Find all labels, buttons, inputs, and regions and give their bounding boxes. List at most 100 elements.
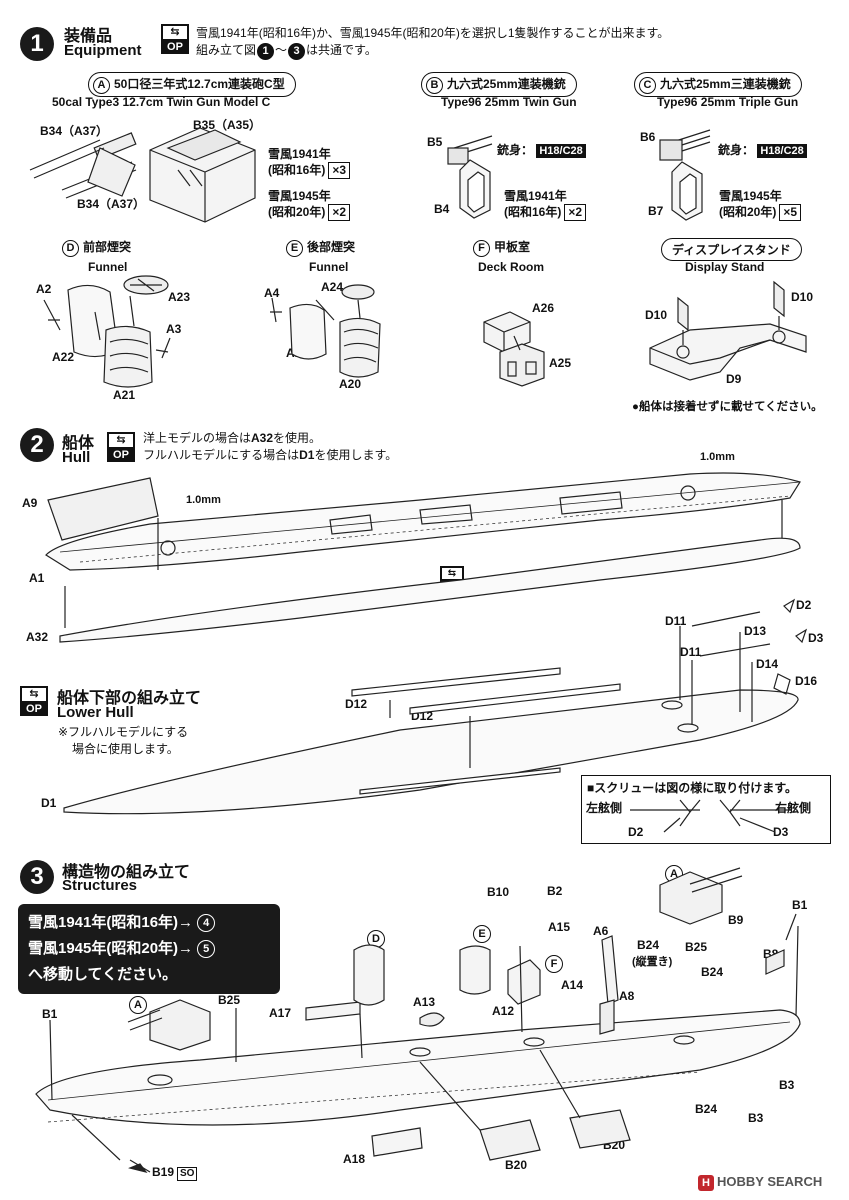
note-part: D1 [299, 448, 315, 462]
version-name: 雪風1941年 [504, 189, 567, 203]
step-1-title-en: Equipment [64, 42, 142, 59]
quantity-badge: ×3 [328, 162, 351, 179]
step-ref-3: 3 [288, 43, 306, 60]
subassembly-ref-f: F [545, 955, 563, 973]
barrel-note: 銃身： H18/C28 [497, 141, 586, 158]
route-text: へ移動してください。 [28, 966, 178, 983]
step-2-number: 2 [20, 428, 54, 462]
step-ref-4: 4 [197, 914, 216, 933]
subassembly-title-jp: 九六式25mm連装機銃 [447, 77, 566, 91]
lower-hull-d1-drawing [63, 598, 808, 815]
part-label: B1 [42, 1007, 58, 1021]
part-label: A8 [619, 989, 635, 1003]
version-year: (昭和16年) [504, 205, 562, 219]
note-text: を使用。 [273, 431, 322, 445]
part-label: A4 [264, 286, 280, 300]
version-year: (昭和20年) [719, 205, 777, 219]
note-text: 〜 [275, 43, 288, 57]
part-label: D1 [41, 796, 57, 810]
version-route-box: 雪風1941年(昭和16年)→ 4 雪風1945年(昭和20年)→ 5 へ移動し… [18, 904, 280, 994]
version-name: 雪風1945年 [719, 189, 782, 203]
subassembly-b-title-en: Type96 25mm Twin Gun [441, 95, 577, 109]
note-text: 組み立て図 [196, 43, 257, 57]
op-badge: ⇆ OP [20, 686, 48, 716]
subassembly-letter: A [93, 77, 110, 94]
subassembly-letter: B [426, 77, 443, 94]
part-label: D9 [726, 372, 742, 386]
part-label: B10 [487, 885, 510, 899]
subassembly-ref-e: E [473, 925, 491, 943]
part-label: A12 [492, 1004, 515, 1018]
part-label: D13 [744, 624, 767, 638]
subassembly-e-title: E 後部煙突 [286, 238, 356, 257]
version-year: (昭和16年) [268, 163, 326, 177]
waterline-plate-a32-drawing [59, 537, 801, 643]
drill-size-label: 1.0mm [700, 451, 735, 463]
stand-note: ●船体は接着せずに載せてください。 [632, 401, 823, 413]
part-label: B34（A37） [77, 197, 146, 211]
part-label: A18 [343, 1152, 366, 1166]
step-1-note-line1: 雪風1941年(昭和16年)か、雪風1945年(昭和20年)を選択し1隻製作する… [196, 26, 670, 40]
swap-arrow-icon: ⇆ [109, 434, 133, 448]
part-label: B24 [695, 1102, 718, 1116]
part-label: B24 [637, 938, 660, 952]
barrel-note: 銃身： H18/C28 [718, 141, 807, 158]
part-label: B3 [748, 1111, 764, 1125]
part-label: D11 [665, 614, 687, 628]
step-3-number: 3 [20, 860, 54, 894]
op-label: OP [22, 702, 46, 716]
op-badge: ⇆ OP [161, 24, 189, 54]
quantity-badge: ×5 [779, 204, 802, 221]
quantity-badge: ×2 [564, 204, 587, 221]
version-name: 雪風1945年 [268, 189, 331, 203]
subassembly-title-jp: 前部煙突 [83, 240, 132, 254]
route-text: 雪風1941年(昭和16年)→ [28, 914, 194, 931]
c-version-quantity: 雪風1945年 (昭和20年)×5 [719, 188, 802, 221]
subassembly-b-title: B 九六式25mm連装機銃 [421, 72, 577, 97]
part-label: D2 [628, 825, 644, 839]
note-part: A32 [251, 431, 274, 445]
step-ref-1: 1 [257, 43, 275, 60]
version-1941-quantity: 雪風1941年 (昭和16年)×3 [268, 146, 351, 179]
drill-size-label: 1.0mm [186, 494, 221, 506]
version-name: 雪風1941年 [268, 147, 331, 161]
part-label: B35（A35） [193, 118, 262, 132]
subassembly-title-jp: 甲板室 [494, 240, 531, 254]
barrel-part-tag: H18/C28 [757, 144, 807, 158]
part-label: D10 [645, 308, 668, 322]
part-label: A20 [339, 377, 362, 391]
part-label: B20 [505, 1158, 528, 1172]
front-funnel-drawing [43, 275, 171, 388]
screw-diagram [630, 799, 790, 833]
barrel-part-tag: H18/C28 [536, 144, 586, 158]
subassembly-letter: C [639, 77, 656, 94]
part-label: B25 [685, 940, 708, 954]
subassembly-title-jp: 後部煙突 [307, 240, 356, 254]
note-text: 場合に使用します。 [72, 742, 179, 756]
hull-a1-drawing [45, 472, 801, 628]
quantity-badge: ×2 [328, 204, 351, 221]
step-3-title-jp: 構造物の組み立て [62, 864, 191, 881]
part-label: A13 [413, 995, 436, 1009]
part-label: A1 [29, 571, 45, 585]
screw-note-title: ■スクリューは図の様に取り付けます。 [587, 781, 798, 795]
part-label: D3 [808, 631, 824, 645]
step-2-title-jp: 船体 [62, 435, 95, 452]
note-text: を使用します。 [314, 448, 398, 462]
part-label-text: B19 [152, 1165, 175, 1179]
subassembly-e-title-en: Funnel [309, 260, 349, 274]
swap-arrow-icon: ⇆ [22, 688, 46, 702]
part-label: A6 [593, 924, 609, 938]
twin-gun-turret-drawing [29, 127, 256, 223]
part-label: B25 [218, 993, 241, 1007]
subassembly-letter: E [286, 240, 303, 257]
swap-arrow-icon: ⇆ [163, 26, 187, 40]
part-label: B34（A37） [40, 124, 109, 138]
step-2-title-en: Hull [62, 449, 91, 466]
part-label: A26 [532, 301, 555, 315]
